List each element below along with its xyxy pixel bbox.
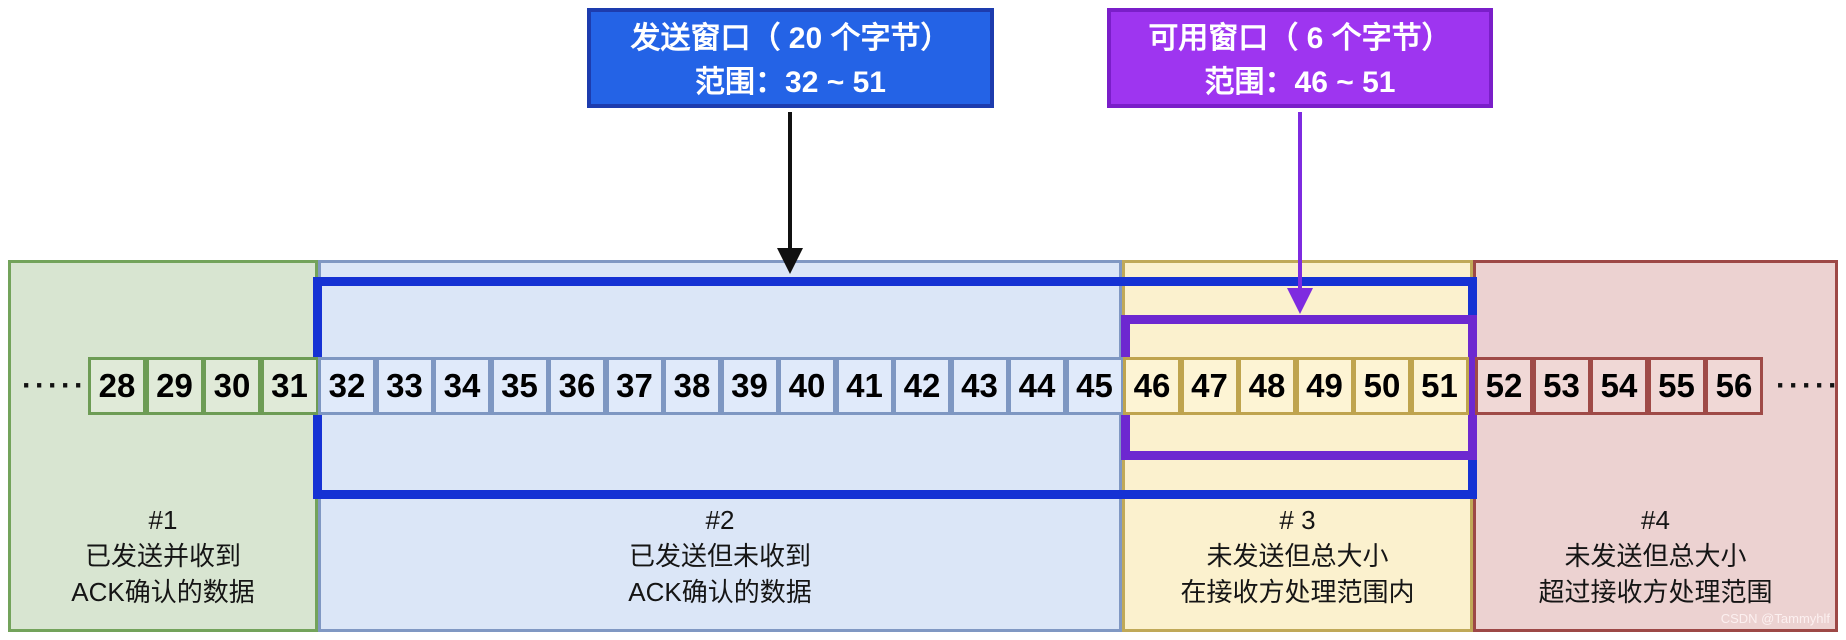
byte-cell-47: 47	[1180, 357, 1239, 415]
byte-cell-46: 46	[1123, 357, 1181, 415]
byte-cell-39: 39	[720, 357, 779, 415]
byte-cell-52: 52	[1475, 357, 1533, 415]
byte-cell-54: 54	[1590, 357, 1648, 415]
segment-label-line: 已发送但未收到	[628, 541, 811, 571]
byte-cell-56: 56	[1705, 357, 1763, 415]
segment-region-acked	[8, 260, 318, 632]
byte-cell-50: 50	[1353, 357, 1411, 415]
segment-label-acked: #1 已发送并收到 ACK确认的数据	[8, 502, 318, 610]
byte-cell-30: 30	[203, 357, 261, 415]
usable-window-arrow	[1298, 112, 1302, 288]
segment-label-line: 未发送但总大小	[1206, 541, 1389, 571]
segment-label-line: 未发送但总大小	[1564, 541, 1747, 571]
byte-cell-51: 51	[1410, 357, 1469, 415]
byte-cell-44: 44	[1008, 357, 1066, 415]
byte-cell-33: 33	[375, 357, 434, 415]
watermark: CSDN @Tammyhlf	[1720, 611, 1830, 626]
segment-label-line: #4	[1641, 505, 1670, 535]
byte-cell-43: 43	[950, 357, 1009, 415]
byte-cell-28: 28	[88, 357, 146, 415]
ellipsis-left: ·····	[22, 369, 87, 402]
segment-label-line: ACK确认的数据	[628, 577, 812, 607]
send-window-title: 发送窗口（ 20 个字节）	[630, 22, 951, 55]
byte-cell-48: 48	[1238, 357, 1296, 415]
byte-cell-31: 31	[260, 357, 319, 415]
byte-cell-42: 42	[893, 357, 951, 415]
byte-cell-40: 40	[778, 357, 836, 415]
segment-label-line: #1	[148, 505, 178, 535]
segment-label-line: #2	[705, 505, 735, 535]
segment-region-unsent-out-of-window	[1473, 260, 1838, 632]
byte-cell-32: 32	[318, 357, 376, 415]
segment-label-line: 超过接收方处理范围	[1538, 577, 1773, 607]
segment-label-unsent-out-of-window: #4 未发送但总大小超过接收方处理范围	[1473, 502, 1838, 610]
byte-cell-38: 38	[663, 357, 721, 415]
byte-cell-29: 29	[145, 357, 204, 415]
usable-window-arrowhead-icon	[1287, 288, 1313, 314]
segment-label-unsent-in-window: # 3 未发送但总大小在接收方处理范围内	[1122, 502, 1473, 610]
segment-label-line: 在接收方处理范围内	[1180, 577, 1415, 607]
byte-cell-53: 53	[1532, 357, 1591, 415]
segment-label-line: ACK确认的数据	[71, 577, 255, 607]
usable-window-title: 可用窗口（ 6 个字节）	[1148, 22, 1452, 55]
segment-region-sent-unacked	[318, 260, 1122, 632]
byte-cell-49: 49	[1295, 357, 1354, 415]
ellipsis-right: ·····	[1776, 369, 1841, 402]
segment-label-sent-unacked: #2 已发送但未收到 ACK确认的数据	[318, 502, 1122, 610]
byte-cell-36: 36	[548, 357, 606, 415]
byte-cell-45: 45	[1065, 357, 1124, 415]
byte-cell-41: 41	[835, 357, 894, 415]
byte-cell-35: 35	[490, 357, 549, 415]
byte-cell-55: 55	[1647, 357, 1706, 415]
send-window-arrow	[788, 112, 792, 250]
send-window-label-box: 发送窗口（ 20 个字节） 范围：32 ~ 51	[587, 8, 994, 108]
usable-window-label-box: 可用窗口（ 6 个字节） 范围：46 ~ 51	[1107, 8, 1493, 108]
segment-label-line: 已发送并收到	[84, 541, 241, 571]
send-window-arrowhead-icon	[777, 248, 803, 274]
segment-label-line: # 3	[1279, 505, 1316, 535]
byte-cell-37: 37	[605, 357, 664, 415]
byte-cell-34: 34	[433, 357, 491, 415]
usable-window-range: 范围：46 ~ 51	[1204, 66, 1396, 99]
send-window-range: 范围：32 ~ 51	[695, 66, 886, 99]
